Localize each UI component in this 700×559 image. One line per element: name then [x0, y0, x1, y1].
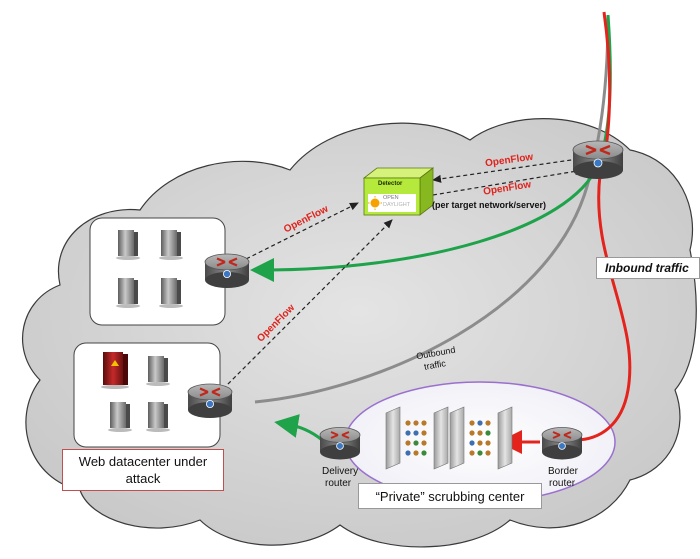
server-icon: [146, 356, 170, 386]
detector-title: Detector: [378, 181, 403, 187]
scrubbing-appliance-icon: [449, 406, 513, 470]
server-icon: [146, 402, 170, 432]
clean-traffic-path-delivery: [274, 414, 323, 442]
border-router-label-line1: Border: [548, 466, 579, 477]
scrubbing-appliance-icon: [385, 406, 449, 470]
router-icon-delivery: [319, 427, 361, 460]
inbound-traffic-label: Inbound traffic: [596, 257, 700, 279]
server-icon: [116, 278, 140, 308]
server-icon: [159, 278, 183, 308]
opendaylight-text-top: OPEN: [383, 195, 399, 201]
openflow-line-border-to-detector: [432, 157, 586, 183]
detector-box-icon: [362, 167, 435, 216]
opendaylight-logo-icon: [370, 198, 380, 208]
attacked-server-icon: [101, 352, 129, 389]
server-icon: [159, 230, 183, 260]
opendaylight-text-bottom: DAYLIGHT: [383, 202, 411, 208]
border-router-label-line2: router: [549, 478, 576, 489]
router-icon-border-top: [572, 140, 624, 179]
server-icon: [108, 402, 132, 432]
scrubbing-center-caption: “Private” scrubbing center: [358, 483, 542, 509]
router-icon-border-scrubbing: [541, 427, 583, 460]
router-icon-datacenter-top: [204, 253, 250, 288]
delivery-router-label-line2: router: [325, 478, 352, 489]
openflow-line-attacked-router: [217, 219, 393, 395]
datacenter-box-top: [89, 217, 226, 326]
per-target-label: (per target network/server): [432, 200, 547, 210]
web-datacenter-caption-line1: Web datacenter under: [78, 454, 208, 469]
web-datacenter-caption-line2: attack: [125, 471, 161, 486]
server-icon-group-attacked: [101, 352, 170, 432]
openflow-line-top-router: [239, 202, 359, 263]
outbound-traffic-path: [254, 14, 610, 404]
router-icon-datacenter-attacked: [187, 383, 233, 418]
openflow-line-detector-to-border: [432, 167, 584, 196]
server-icon-group-top: [116, 230, 183, 308]
delivery-router-label-line1: Delivery: [322, 466, 359, 477]
web-datacenter-caption: Web datacenter under attack: [62, 449, 224, 491]
server-icon: [116, 230, 140, 260]
